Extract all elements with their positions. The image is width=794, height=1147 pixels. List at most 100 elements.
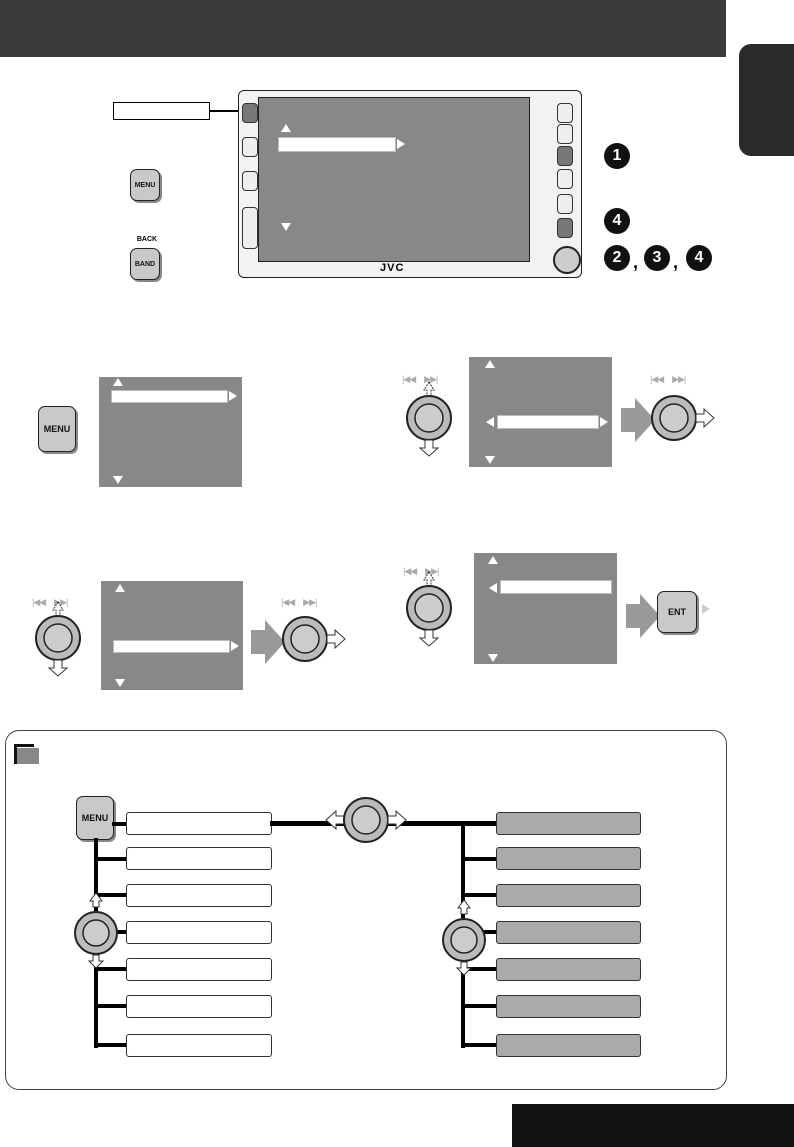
page-footer-bar	[512, 1104, 794, 1147]
scroll-down-icon	[488, 654, 498, 662]
unit-right-button-2[interactable]	[557, 124, 573, 144]
control-knob-tree-center[interactable]	[322, 796, 410, 848]
scroll-down-icon	[115, 679, 125, 687]
scroll-down-icon	[485, 456, 495, 464]
chevron-right-icon	[397, 139, 405, 149]
unit-ent-button[interactable]	[557, 218, 573, 238]
control-knob-right[interactable]	[281, 615, 351, 665]
skip-marks: |◀◀ ▶▶|	[650, 374, 686, 384]
control-knob-up-down[interactable]	[403, 380, 455, 460]
scroll-down-icon	[281, 223, 291, 231]
scroll-up-icon	[488, 556, 498, 564]
next-step-arrow-stem	[251, 630, 265, 654]
chevron-right-icon	[600, 417, 608, 427]
tree-branch	[94, 1043, 126, 1047]
tree-branch	[94, 857, 126, 861]
tree-item-gray	[496, 1034, 641, 1057]
tree-branch	[94, 1004, 126, 1008]
badge-separator: ,	[673, 252, 679, 272]
unit-left-button-top[interactable]	[242, 103, 258, 123]
setting-screen	[474, 553, 617, 664]
control-knob-tree-right[interactable]	[440, 900, 488, 976]
unit-left-button-mid[interactable]	[242, 137, 258, 157]
skip-marks: |◀◀ ▶▶|	[32, 597, 68, 607]
skip-marks: |◀◀ ▶▶|	[281, 597, 317, 607]
tree-item-white	[126, 884, 272, 907]
tree-item-white	[126, 921, 272, 944]
next-step-arrow-stem	[626, 604, 640, 628]
tree-item-white	[126, 1034, 272, 1057]
submenu-highlight-bar	[497, 415, 599, 429]
unit-volume-rocker[interactable]	[242, 207, 258, 249]
unit-left-button-small[interactable]	[242, 171, 258, 191]
step-badge-2: 2	[604, 245, 630, 271]
tree-item-white	[126, 995, 272, 1018]
tree-branch	[112, 822, 126, 826]
tree-item-gray	[496, 884, 641, 907]
submenu-highlight-bar	[113, 640, 230, 653]
submenu-screen	[469, 357, 612, 467]
tree-branch	[94, 967, 126, 971]
tree-item-gray	[496, 847, 641, 870]
next-step-arrow-icon	[265, 620, 285, 664]
tree-branch	[461, 857, 496, 861]
chevron-left-icon	[486, 417, 494, 427]
tree-item-white	[126, 847, 272, 870]
band-button[interactable]: BAND	[130, 248, 160, 280]
scroll-up-icon	[281, 124, 291, 132]
tree-branch	[94, 893, 126, 897]
tree-item-white	[126, 958, 272, 981]
scroll-down-icon	[113, 476, 123, 484]
menu-button[interactable]: MENU	[130, 169, 160, 201]
control-knob-up-down[interactable]	[403, 570, 455, 650]
tree-branch	[461, 1004, 496, 1008]
tree-item-gray	[496, 958, 641, 981]
chevron-right-icon	[229, 391, 237, 401]
tree-item-gray	[496, 921, 641, 944]
menu-highlight-bar	[111, 390, 228, 403]
next-step-arrow-icon	[635, 398, 655, 442]
page-header-bar	[0, 0, 726, 57]
play-indicator-icon	[702, 604, 710, 614]
tree-item-gray	[496, 995, 641, 1018]
unit-menu-button[interactable]	[557, 146, 573, 166]
menu-button-large[interactable]: MENU	[38, 406, 76, 452]
section-marker-icon	[14, 744, 39, 764]
skip-marks: |◀◀ ▶▶|	[403, 566, 439, 576]
tree-branch	[461, 1043, 496, 1047]
unit-right-button-1[interactable]	[557, 103, 573, 123]
menu-tree-panel	[5, 730, 727, 1090]
chevron-right-icon	[231, 641, 239, 651]
brand-logo: JVC	[380, 262, 405, 274]
chevron-left-icon	[489, 583, 497, 593]
callout-label-box	[113, 102, 210, 120]
back-label: BACK	[136, 236, 158, 243]
control-knob-tree-left[interactable]	[72, 893, 120, 969]
ent-button[interactable]: ENT	[657, 591, 697, 633]
menu-button-tree[interactable]: MENU	[76, 796, 114, 840]
unit-screen	[258, 97, 530, 262]
menu-highlight-bar	[278, 137, 396, 152]
unit-band-button[interactable]	[557, 194, 573, 214]
language-tab	[739, 44, 794, 156]
step-badge-4: 4	[604, 208, 630, 234]
unit-right-button-4[interactable]	[557, 169, 573, 189]
next-step-arrow-stem	[621, 408, 635, 432]
callout-leader-line	[209, 110, 243, 112]
control-knob-right[interactable]	[650, 394, 720, 444]
submenu-screen	[101, 581, 243, 690]
badge-separator: ,	[633, 252, 639, 272]
unit-control-knob[interactable]	[553, 246, 581, 274]
next-step-arrow-icon	[640, 594, 660, 638]
step-badge-1: 1	[604, 143, 630, 169]
step-badge-4b: 4	[686, 245, 712, 271]
scroll-up-icon	[485, 360, 495, 368]
control-knob-up-down[interactable]	[32, 600, 84, 680]
tree-branch	[461, 967, 496, 971]
setting-highlight-bar	[500, 580, 612, 594]
tree-branch	[461, 893, 496, 897]
scroll-up-icon	[113, 378, 123, 386]
tree-item-gray	[496, 812, 641, 835]
scroll-up-icon	[115, 584, 125, 592]
skip-marks: |◀◀ ▶▶|	[402, 374, 438, 384]
